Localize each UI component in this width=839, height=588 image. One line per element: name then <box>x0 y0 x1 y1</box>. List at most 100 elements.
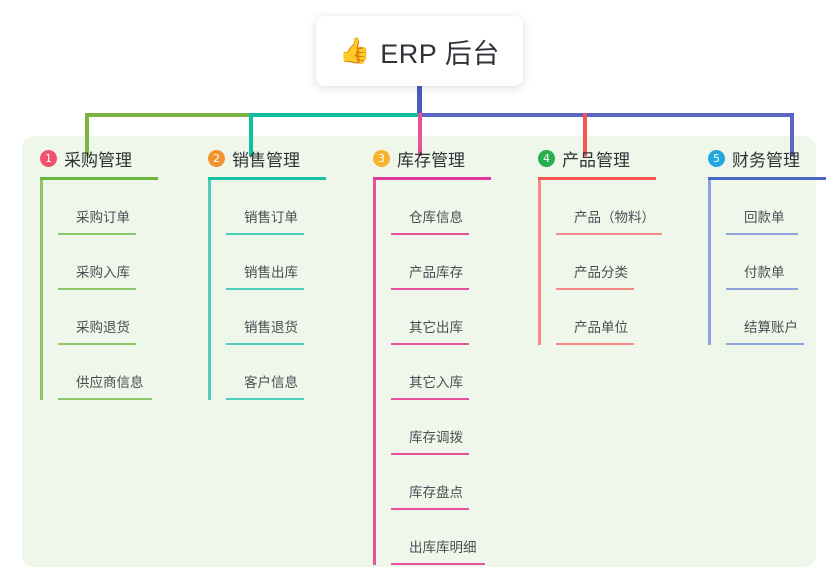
leaf-item[interactable]: 采购订单 <box>40 180 197 235</box>
bus-segment-teal <box>251 113 419 117</box>
branch-title: 销售管理 <box>232 150 300 170</box>
branch-spine <box>208 180 211 400</box>
leaf-item[interactable]: 产品库存 <box>373 235 530 290</box>
leaf-underline <box>391 563 485 565</box>
bus-segment-blue <box>419 113 794 117</box>
leaf-list: 回款单付款单结算账户 <box>690 180 839 345</box>
leaf-underline <box>391 453 469 455</box>
leaf-item[interactable]: 库存盘点 <box>373 455 530 510</box>
branch-column-1: 1 采购管理采购订单采购入库采购退货供应商信息 <box>22 145 197 400</box>
leaf-label: 产品库存 <box>409 265 463 280</box>
leaf-item[interactable]: 采购入库 <box>40 235 197 290</box>
leaf-item[interactable]: 回款单 <box>708 180 839 235</box>
leaf-label: 产品单位 <box>574 320 628 335</box>
leaf-label: 回款单 <box>744 210 785 225</box>
leaf-item[interactable]: 仓库信息 <box>373 180 530 235</box>
leaf-label: 出库库明细 <box>409 540 477 555</box>
leaf-underline <box>556 288 634 290</box>
branch-underline <box>373 177 491 180</box>
leaf-item[interactable]: 采购退货 <box>40 290 197 345</box>
leaf-label: 产品（物料） <box>574 210 655 225</box>
leaf-label: 库存盘点 <box>409 485 463 500</box>
leaf-underline <box>58 233 136 235</box>
branch-title: 采购管理 <box>64 150 132 170</box>
leaf-label: 付款单 <box>744 265 785 280</box>
leaf-item[interactable]: 其它入库 <box>373 345 530 400</box>
leaf-label: 销售退货 <box>244 320 298 335</box>
branch-spine <box>373 180 376 565</box>
branch-index-badge: 5 <box>708 149 725 167</box>
leaf-label: 结算账户 <box>744 320 798 335</box>
leaf-list: 销售订单销售出库销售退货客户信息 <box>190 180 355 400</box>
drop-line-column-3 <box>418 113 422 156</box>
leaf-underline <box>58 343 136 345</box>
branch-spine <box>708 180 711 345</box>
leaf-item[interactable]: 库存调拨 <box>373 400 530 455</box>
leaf-underline <box>556 343 634 345</box>
leaf-item[interactable]: 供应商信息 <box>40 345 197 400</box>
branch-index-badge: 2 <box>208 149 225 167</box>
leaf-label: 采购订单 <box>76 210 130 225</box>
leaf-underline <box>58 288 136 290</box>
branch-underline <box>208 177 326 180</box>
leaf-underline <box>226 343 304 345</box>
leaf-item[interactable]: 客户信息 <box>208 345 355 400</box>
leaf-list: 仓库信息产品库存其它出库其它入库库存调拨库存盘点出库库明细 <box>355 180 530 565</box>
branch-underline <box>538 177 656 180</box>
mindmap-panel <box>22 136 816 567</box>
leaf-underline <box>58 398 152 400</box>
branch-title: 财务管理 <box>732 150 800 170</box>
leaf-underline <box>391 233 469 235</box>
leaf-underline <box>726 343 804 345</box>
leaf-underline <box>726 288 798 290</box>
branch-title: 产品管理 <box>562 150 630 170</box>
leaf-label: 库存调拨 <box>409 430 463 445</box>
branch-header-3[interactable]: 3 库存管理 <box>355 145 530 171</box>
leaf-label: 仓库信息 <box>409 210 463 225</box>
leaf-label: 采购退货 <box>76 320 130 335</box>
thumbs-up-icon: 👍 <box>339 36 371 65</box>
branch-header-5[interactable]: 5 财务管理 <box>690 145 839 171</box>
leaf-underline <box>226 288 304 290</box>
leaf-item[interactable]: 产品分类 <box>538 235 700 290</box>
leaf-label: 客户信息 <box>244 375 298 390</box>
branch-underline <box>40 177 158 180</box>
leaf-item[interactable]: 销售退货 <box>208 290 355 345</box>
branch-header-1[interactable]: 1 采购管理 <box>22 145 197 171</box>
bus-segment-green <box>85 113 251 117</box>
root-node[interactable]: 👍 ERP 后台 <box>316 16 523 86</box>
leaf-item[interactable]: 销售订单 <box>208 180 355 235</box>
branch-spine <box>40 180 43 400</box>
root-title: ERP 后台 <box>380 38 500 69</box>
branch-spine <box>538 180 541 345</box>
branch-index-badge: 1 <box>40 149 57 167</box>
leaf-underline <box>556 233 662 235</box>
leaf-item[interactable]: 产品（物料） <box>538 180 700 235</box>
leaf-item[interactable]: 出库库明细 <box>373 510 530 565</box>
leaf-list: 产品（物料） 产品分类产品单位 <box>520 180 700 345</box>
leaf-item[interactable]: 产品单位 <box>538 290 700 345</box>
leaf-item[interactable]: 结算账户 <box>708 290 839 345</box>
leaf-label: 销售订单 <box>244 210 298 225</box>
leaf-label: 采购入库 <box>76 265 130 280</box>
leaf-label: 其它入库 <box>409 375 463 390</box>
root-trunk-line <box>417 84 422 116</box>
leaf-underline <box>726 233 798 235</box>
branch-underline <box>708 177 826 180</box>
branch-title: 库存管理 <box>397 150 465 170</box>
leaf-label: 供应商信息 <box>76 375 144 390</box>
leaf-item[interactable]: 销售出库 <box>208 235 355 290</box>
leaf-underline <box>226 398 304 400</box>
leaf-item[interactable]: 其它出库 <box>373 290 530 345</box>
drop-line-column-5 <box>790 113 794 156</box>
branch-header-2[interactable]: 2 销售管理 <box>190 145 355 171</box>
leaf-item[interactable]: 付款单 <box>708 235 839 290</box>
branch-column-5: 5 财务管理回款单付款单结算账户 <box>690 145 839 345</box>
drop-line-column-2 <box>249 113 253 156</box>
branch-index-badge: 3 <box>373 149 390 167</box>
leaf-underline <box>226 233 304 235</box>
leaf-underline <box>391 288 469 290</box>
leaf-list: 采购订单采购入库采购退货供应商信息 <box>22 180 197 400</box>
leaf-label: 其它出库 <box>409 320 463 335</box>
